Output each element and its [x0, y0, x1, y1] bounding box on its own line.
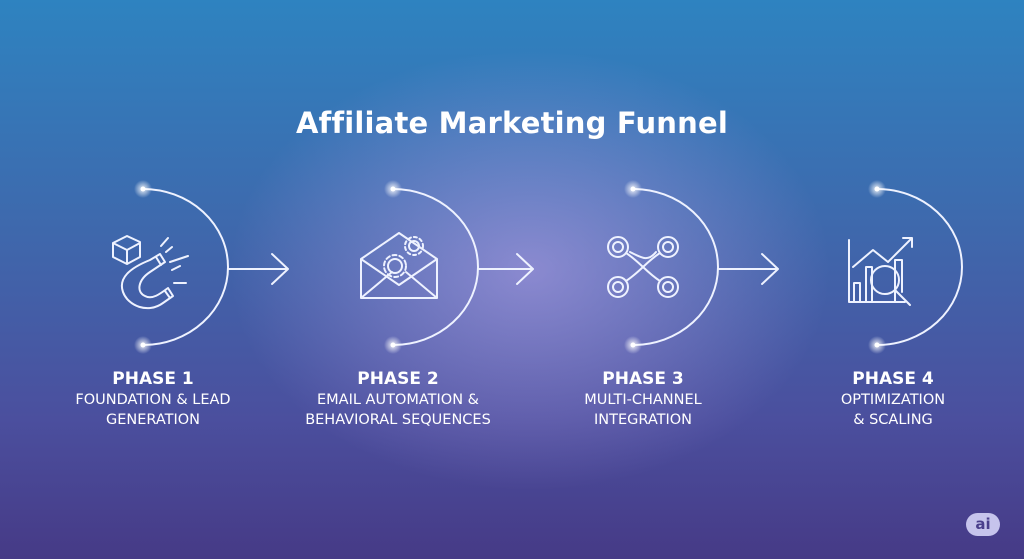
phase-2-arc	[392, 188, 479, 346]
phase-label: PHASE 3	[602, 369, 684, 389]
phase-description-line: & SCALING	[853, 412, 933, 428]
phase-3: PHASE 3 MULTI-CHANNEL INTEGRATION	[523, 368, 763, 430]
magnet-icon	[112, 235, 189, 310]
arrow-icon	[717, 253, 779, 285]
ai-badge: ai	[966, 513, 1000, 536]
arrow-icon	[227, 253, 289, 285]
phase-description-line: BEHAVIORAL SEQUENCES	[305, 412, 491, 428]
phase-description-line: MULTI-CHANNEL	[584, 392, 702, 408]
phase-2: PHASE 2 EMAIL AUTOMATION & BEHAVIORAL SE…	[278, 368, 518, 430]
phase-1: PHASE 1 FOUNDATION & LEAD GENERATION	[33, 368, 273, 430]
phase-3-arc	[632, 188, 719, 346]
email-gear-icon	[360, 232, 438, 299]
glow-dots	[134, 180, 886, 354]
arrow-icon	[477, 253, 534, 285]
phase-1-arc	[142, 188, 229, 346]
phase-description-line: GENERATION	[105, 412, 201, 428]
phase-description-line: FOUNDATION & LEAD	[75, 392, 231, 408]
phase-label: PHASE 2	[357, 369, 439, 389]
page-title: Affiliate Marketing Funnel	[295, 106, 728, 140]
chart-magnifier-icon	[848, 237, 913, 306]
phase-description-line: EMAIL AUTOMATION &	[317, 392, 479, 408]
phase-description-line: OPTIMIZATION	[840, 392, 946, 408]
phase-label: PHASE 4	[852, 369, 934, 389]
phase-label: PHASE 1	[112, 369, 194, 389]
phase-4: PHASE 4 OPTIMIZATION & SCALING	[773, 368, 1013, 430]
phase-4-arc	[876, 188, 963, 346]
phase-description-line: INTEGRATION	[593, 412, 693, 428]
network-icon	[607, 236, 679, 298]
